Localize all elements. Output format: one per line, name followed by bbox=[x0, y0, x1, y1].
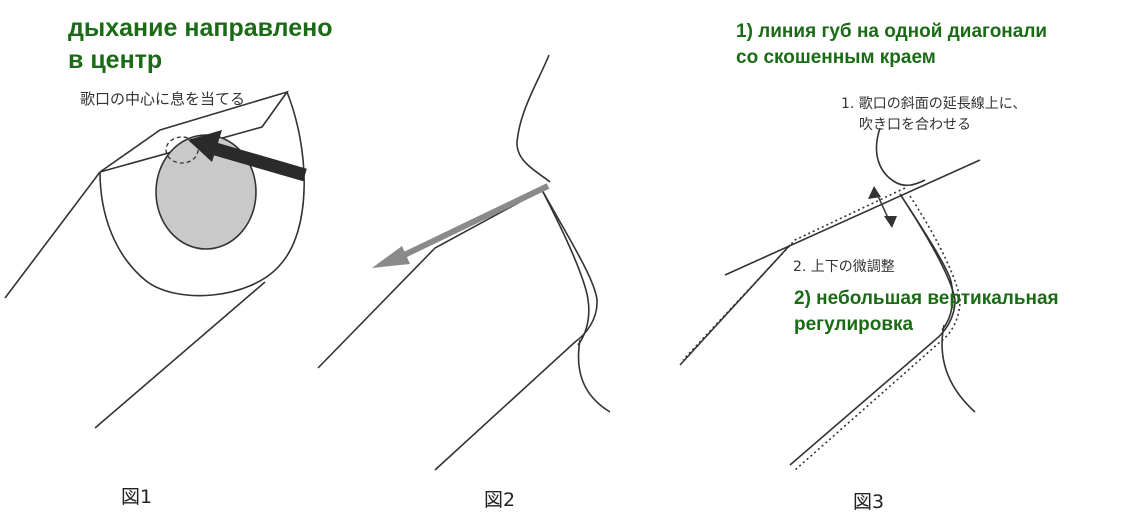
figure2-flute-upper-line bbox=[318, 190, 542, 368]
figure2-chin-profile bbox=[579, 340, 610, 412]
figure3-chin-profile bbox=[942, 325, 975, 412]
figure3-japanese-note1-line2: 吹き口を合わせる bbox=[859, 116, 971, 134]
figure2-face-upper-profile bbox=[517, 55, 550, 182]
figure3-vertical-adjust-arrow bbox=[868, 186, 897, 228]
figure2-drawing bbox=[318, 55, 610, 470]
figure3-japanese-note1-line1: 1. 歌口の斜面の延長線上に、 bbox=[841, 95, 1026, 113]
figure3-green-label2-line2: регулировка bbox=[794, 314, 913, 336]
figure2-lip-profile bbox=[542, 190, 589, 345]
figure3-caption: 図3 bbox=[853, 487, 884, 514]
figure2-airflow-arrow bbox=[372, 186, 548, 268]
figure1-japanese-note: 歌口の中心に息を当てる bbox=[80, 90, 245, 110]
figure1-drawing bbox=[5, 92, 304, 428]
figure3-japanese-note2: 2. 上下の微調整 bbox=[793, 258, 895, 276]
figure2-flute-lower-line bbox=[435, 190, 597, 470]
figure1-green-title-line1: дыхание направлено bbox=[68, 14, 333, 43]
figure3-green-label1-line2: со скошенным краем bbox=[736, 47, 936, 69]
figure3-face-upper-profile bbox=[876, 128, 925, 185]
figure3-green-label2-line1: 2) небольшая вертикальная bbox=[794, 288, 1059, 310]
figure1-green-title-line2: в центр bbox=[68, 46, 162, 75]
figure3-green-label1-line1: 1) линия губ на одной диагонали bbox=[736, 21, 1047, 43]
figure1-tube-top-line bbox=[5, 172, 100, 298]
figure1-caption: 図1 bbox=[121, 482, 152, 509]
figure2-caption: 図2 bbox=[484, 485, 515, 512]
figure1-tube-bottom-line bbox=[95, 282, 265, 428]
